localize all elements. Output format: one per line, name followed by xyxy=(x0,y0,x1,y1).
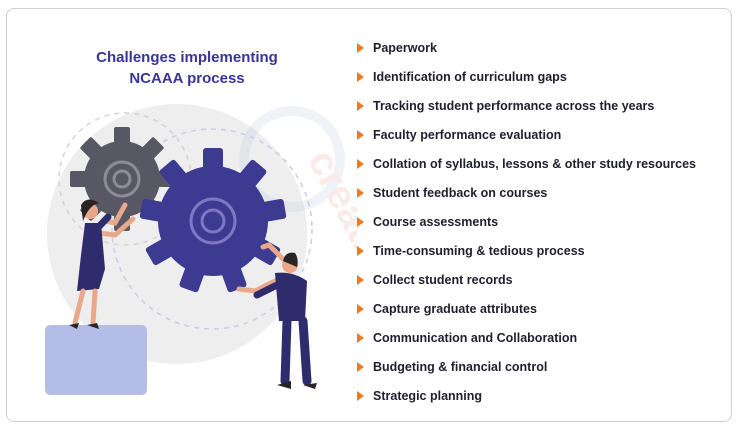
triangle-right-icon xyxy=(357,42,364,53)
triangle-right-icon xyxy=(357,216,364,227)
triangle-right-icon xyxy=(357,158,364,169)
list-item-label: Collect student records xyxy=(373,272,513,287)
man-figure xyxy=(236,242,317,389)
list-item-label: Strategic planning xyxy=(373,388,483,403)
triangle-right-icon xyxy=(357,100,364,111)
gears-illustration: creatrix xyxy=(45,104,357,395)
triangle-right-icon xyxy=(357,303,364,314)
infographic-title: Challenges implementing NCAAA process xyxy=(67,47,307,89)
list-item-label: Communication and Collaboration xyxy=(373,330,578,345)
infographic-card: Challenges implementing NCAAA process cr… xyxy=(6,8,732,422)
list-item: Faculty performance evaluation xyxy=(357,120,696,149)
list-item: Strategic planning xyxy=(357,381,696,410)
list-item-label: Identification of curriculum gaps xyxy=(373,69,567,84)
woman-figure xyxy=(69,199,136,329)
list-item-label: Paperwork xyxy=(373,40,437,55)
triangle-right-icon xyxy=(357,245,364,256)
list-item: Capture graduate attributes xyxy=(357,294,696,323)
list-item-label: Faculty performance evaluation xyxy=(373,127,562,142)
list-item-label: Tracking student performance across the … xyxy=(373,98,655,113)
large-gear xyxy=(139,148,287,293)
list-item-label: Capture graduate attributes xyxy=(373,301,537,316)
list-item: Communication and Collaboration xyxy=(357,323,696,352)
small-gear xyxy=(70,127,174,231)
list-item: Budgeting & financial control xyxy=(357,352,696,381)
list-item: Identification of curriculum gaps xyxy=(357,62,696,91)
list-item: Time-consuming & tedious process xyxy=(357,236,696,265)
triangle-right-icon xyxy=(357,274,364,285)
triangle-right-icon xyxy=(357,71,364,82)
list-item: Student feedback on courses xyxy=(357,178,696,207)
list-item: Collect student records xyxy=(357,265,696,294)
list-item-label: Budgeting & financial control xyxy=(373,359,548,374)
list-item-label: Course assessments xyxy=(373,214,499,229)
list-item: Tracking student performance across the … xyxy=(357,91,696,120)
challenges-list: Paperwork Identification of curriculum g… xyxy=(357,33,696,410)
triangle-right-icon xyxy=(357,361,364,372)
triangle-right-icon xyxy=(357,129,364,140)
svg-text:creatrix: creatrix xyxy=(299,143,357,291)
triangle-right-icon xyxy=(357,332,364,343)
triangle-right-icon xyxy=(357,390,364,401)
list-item: Paperwork xyxy=(357,33,696,62)
list-item-label: Collation of syllabus, lessons & other s… xyxy=(373,156,696,171)
triangle-right-icon xyxy=(357,187,364,198)
pedestal xyxy=(45,325,147,395)
list-item-label: Time-consuming & tedious process xyxy=(373,243,585,258)
dashed-orbit xyxy=(111,128,313,330)
title-line-2: NCAAA process xyxy=(129,70,245,87)
list-item-label: Student feedback on courses xyxy=(373,185,548,200)
list-item: Course assessments xyxy=(357,207,696,236)
title-line-1: Challenges implementing xyxy=(96,49,278,66)
list-item: Collation of syllabus, lessons & other s… xyxy=(357,149,696,178)
